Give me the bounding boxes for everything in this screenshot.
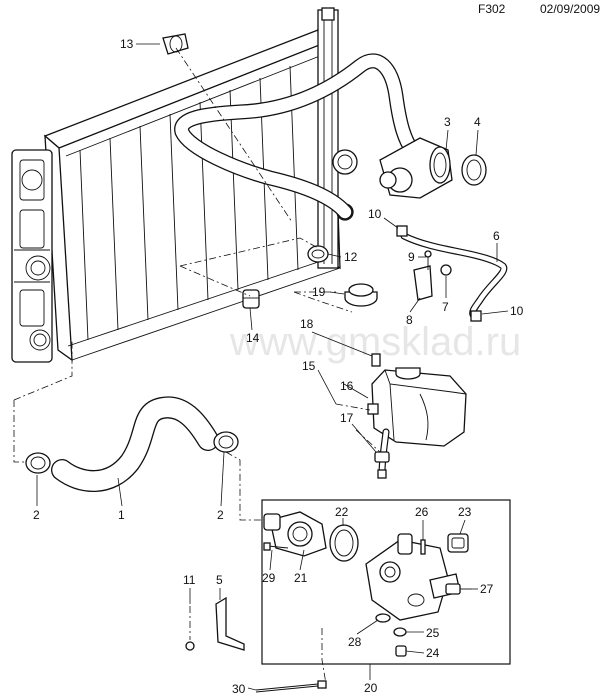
hose-clamp-ring: [461, 154, 487, 186]
drain-plug: [395, 645, 407, 657]
housing-o-ring: [375, 613, 391, 623]
callout-9: 9: [408, 250, 415, 264]
callout-10-lower: 10: [510, 304, 524, 318]
callout-22: 22: [335, 505, 349, 519]
mount-bushing: [242, 289, 260, 309]
callout-10-upper: 10: [368, 207, 382, 221]
callout-17: 17: [340, 411, 354, 425]
hose-clip-7: [440, 264, 452, 276]
callout-23: 23: [458, 505, 472, 519]
level-sensor: [371, 353, 381, 367]
coolant-reservoir: [367, 367, 467, 447]
hose-clamp-12: [307, 245, 329, 263]
assembly-dashed-lines: [13, 47, 381, 685]
callout-5: 5: [216, 573, 223, 587]
radiator-right-tank: [317, 7, 358, 269]
callout-25: 25: [426, 626, 440, 640]
callout-24: 24: [426, 646, 440, 660]
hose-bracket: [413, 265, 433, 301]
reservoir-cap: [344, 283, 378, 307]
upper-outlet-housing: [379, 137, 453, 199]
callout-30: 30: [232, 682, 246, 696]
callout-2-right: 2: [217, 508, 224, 522]
temperature-sensor: [445, 583, 472, 595]
callout-12: 12: [344, 250, 358, 264]
housing-gasket: [447, 533, 469, 553]
callout-14: 14: [246, 331, 260, 345]
vent-hose: [400, 232, 508, 320]
diagram-code: F302: [478, 2, 506, 16]
callout-11: 11: [183, 573, 196, 587]
hose-clip-upper: [396, 225, 408, 237]
water-outlet: [263, 511, 327, 557]
lower-radiator-hose: [51, 396, 219, 492]
callout-20: 20: [364, 681, 378, 695]
hose-clip-lower: [470, 310, 482, 322]
callout-28: 28: [348, 635, 362, 649]
callout-1: 1: [118, 508, 125, 522]
outlet-bolt: [263, 542, 289, 551]
sealing-washer: [393, 627, 407, 637]
bracket-nut: [185, 641, 195, 651]
callout-13: 13: [120, 37, 134, 51]
callout-19: 19: [312, 285, 326, 299]
callout-18: 18: [300, 317, 314, 331]
callout-15: 15: [302, 359, 316, 373]
callout-16: 16: [340, 379, 354, 393]
upper-radiator-hose: [174, 53, 420, 220]
support-bracket: [215, 596, 245, 651]
callout-4: 4: [474, 115, 481, 129]
callout-2-left: 2: [33, 508, 40, 522]
thermostat-housing: [365, 533, 461, 621]
callout-29: 29: [262, 571, 276, 585]
callout-6: 6: [493, 229, 500, 243]
radiator-left-tank: [11, 149, 53, 363]
callout-21: 21: [294, 571, 308, 585]
callout-7: 7: [442, 300, 449, 314]
lower-hose-clamp-left: [25, 452, 51, 474]
callout-numbers: 13 3 4 10 6 9 12 19 7 8 10 14 18 15 16 1…: [33, 37, 524, 696]
thermostat-assembly-box: [261, 499, 511, 665]
hose-clamp-top: [162, 33, 189, 55]
leader-lines: [36, 43, 509, 691]
reservoir-outlet-hose: [374, 428, 390, 479]
callout-26: 26: [415, 505, 429, 519]
callout-8: 8: [406, 313, 413, 327]
diagram-date: 02/09/2009: [540, 2, 600, 16]
housing-pin: [420, 539, 426, 555]
callout-3: 3: [444, 115, 451, 129]
long-bolt: [255, 680, 327, 693]
lower-hose-clamp-right: [213, 431, 239, 453]
callout-27: 27: [480, 582, 494, 596]
outlet-gasket: [329, 524, 359, 562]
